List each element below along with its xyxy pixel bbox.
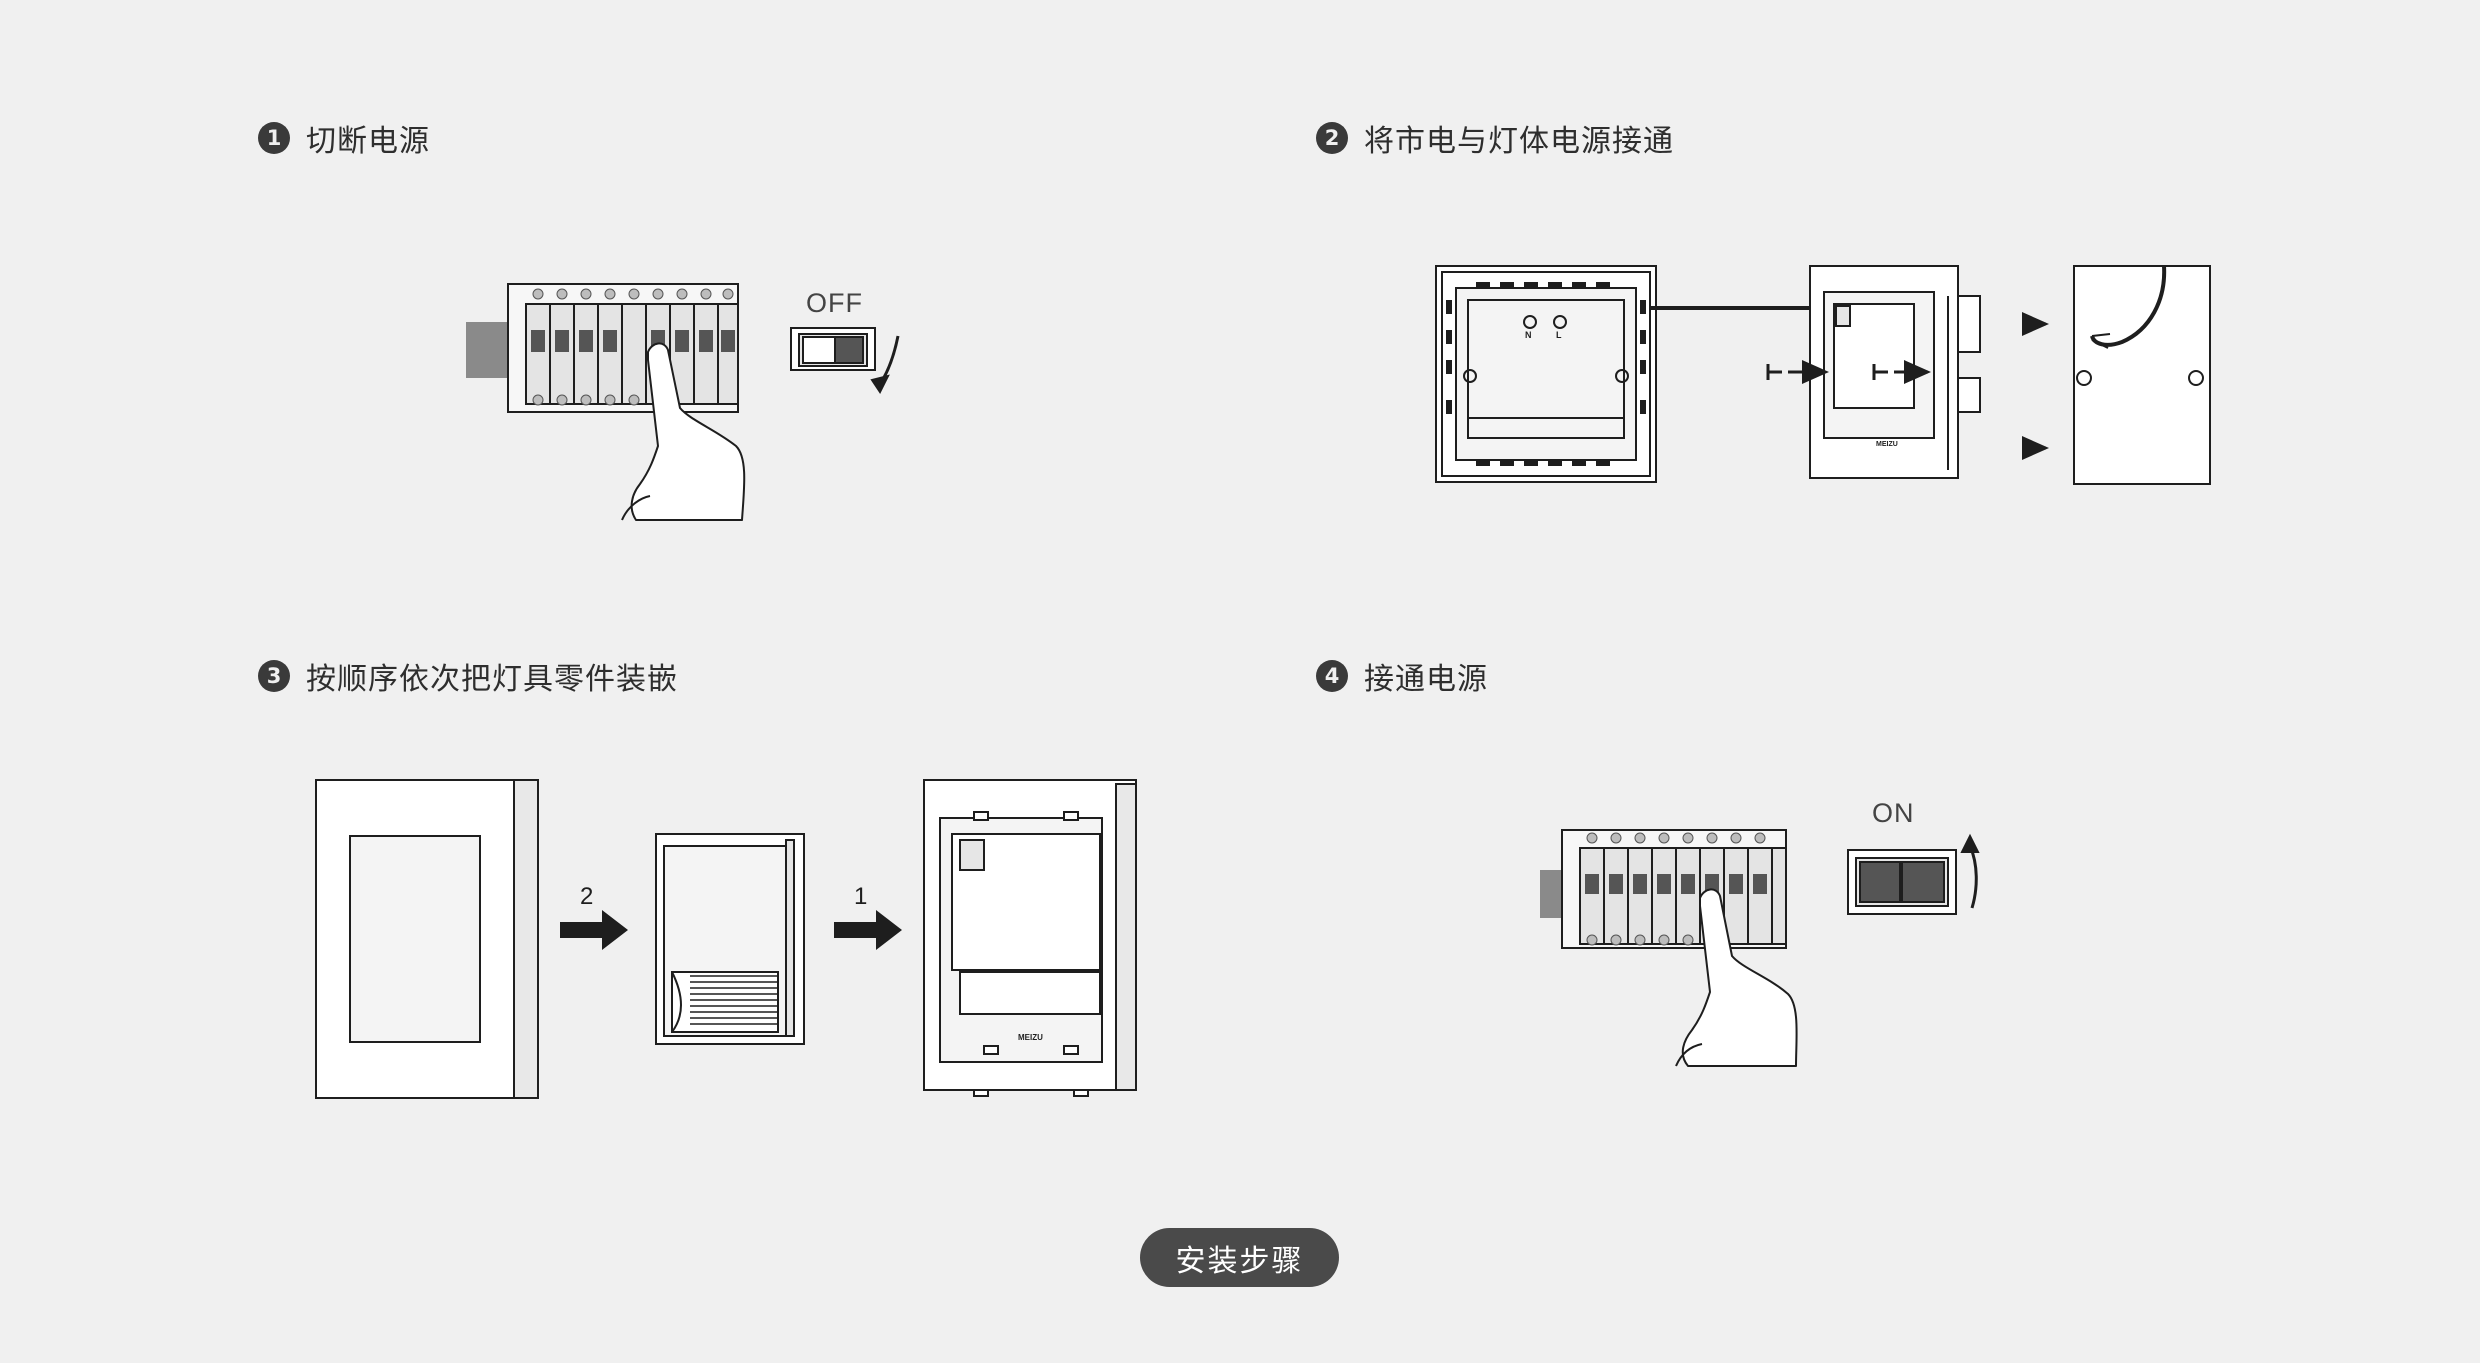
- step-3-heading: 3 按顺序依次把灯具零件装嵌: [258, 656, 678, 697]
- step-1-hand: [621, 342, 746, 521]
- frame-clips: [1446, 282, 1646, 466]
- install-steps-button[interactable]: 安装步骤: [1140, 1228, 1339, 1287]
- step-3-face-plate: [315, 779, 539, 1099]
- step-3-arrow-1: 1: [834, 883, 902, 950]
- step-2-mounting-frame: [1435, 265, 1657, 483]
- step-2-wall-box: [2073, 265, 2211, 485]
- breaker-modules-4: [1579, 847, 1787, 945]
- breaker-modules: [525, 303, 739, 405]
- step-4-number: 4: [1316, 660, 1348, 692]
- breaker-toggles: [531, 330, 735, 352]
- step-1-heading: 1 切断电源: [258, 118, 430, 159]
- on-label: ON: [1872, 798, 1915, 828]
- arrow-label-1: 1: [854, 883, 867, 910]
- step-2-title: 将市电与灯体电源接通: [1364, 124, 1674, 159]
- breaker-toggles-4: [1585, 874, 1767, 894]
- step-3-light-module: [655, 833, 805, 1045]
- arrow-label-2: 2: [580, 883, 593, 910]
- step-2-arrows: [1766, 312, 2049, 460]
- step-2-number: 2: [1316, 122, 1348, 154]
- step-3-base-frame: [923, 779, 1137, 1097]
- step-4-hand: [1675, 888, 1798, 1067]
- step-2-heading: 2 将市电与灯体电源接通: [1316, 118, 1674, 159]
- step-4-breaker-panel: [1540, 829, 1787, 949]
- step-4-title: 接通电源: [1364, 662, 1488, 697]
- step-3-title: 按顺序依次把灯具零件装嵌: [306, 662, 678, 697]
- side-unit-logo: MEIZU: [1876, 441, 1898, 448]
- step-3-arrow-2: 2: [560, 883, 628, 950]
- step-4-heading: 4 接通电源: [1316, 656, 1488, 697]
- step-1-title: 切断电源: [306, 124, 430, 159]
- off-label: OFF: [806, 288, 863, 318]
- step-1-off-switch: [790, 327, 900, 394]
- step-1-breaker-panel: [466, 283, 739, 413]
- terminal-label-l: L: [1556, 330, 1562, 340]
- terminal-label-n: N: [1525, 330, 1532, 340]
- step-3-number: 3: [258, 660, 290, 692]
- step-1-number: 1: [258, 122, 290, 154]
- step-4-on-switch: [1847, 833, 1980, 915]
- base-frame-logo: MEIZU: [1018, 1033, 1043, 1042]
